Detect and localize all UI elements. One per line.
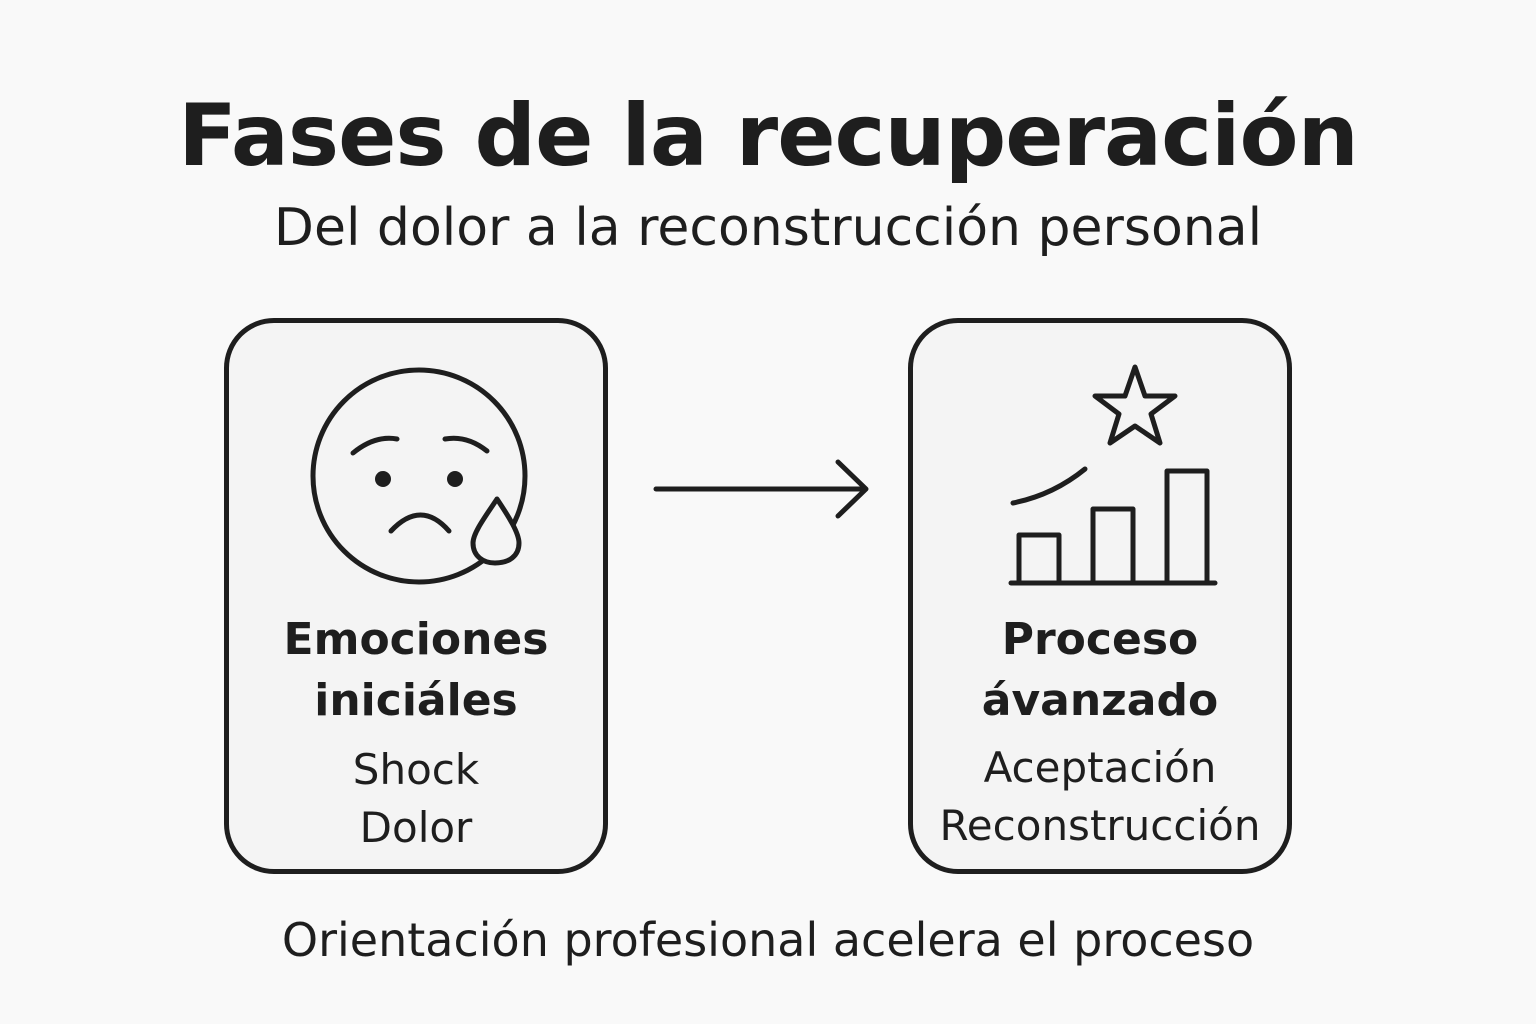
- growth-chart-star-icon: [1008, 364, 1218, 586]
- stage-item: Aceptación: [983, 743, 1217, 792]
- stage-items: Aceptación Reconstrucción: [893, 739, 1307, 855]
- stage-card-initial: Emociones iniciáles Shock Dolor: [224, 318, 608, 874]
- stage-heading-line: iniciáles: [314, 675, 518, 726]
- stage-heading: Emociones iniciáles: [229, 609, 603, 731]
- stage-items: Shock Dolor: [209, 741, 623, 857]
- arrow-right-icon: [653, 459, 869, 519]
- stage-heading: Proceso ávanzado: [913, 609, 1287, 731]
- stage-heading-line: ávanzado: [981, 675, 1219, 726]
- stage-item: Shock: [352, 745, 480, 794]
- page-subtitle: Del dolor a la reconstrucción personal: [273, 198, 1263, 258]
- sad-face-tear-icon: [310, 367, 528, 585]
- stage-item: Reconstrucción: [939, 801, 1261, 850]
- stage-heading-line: Emociones: [283, 614, 549, 665]
- stage-heading-line: Proceso: [1001, 614, 1199, 665]
- stage-card-advanced: Proceso ávanzado Aceptación Reconstrucci…: [908, 318, 1292, 874]
- stage-item: Dolor: [359, 803, 473, 852]
- page-title: Fases de la recuperación: [178, 86, 1359, 186]
- footer-note: Orientación profesional acelera el proce…: [281, 913, 1255, 967]
